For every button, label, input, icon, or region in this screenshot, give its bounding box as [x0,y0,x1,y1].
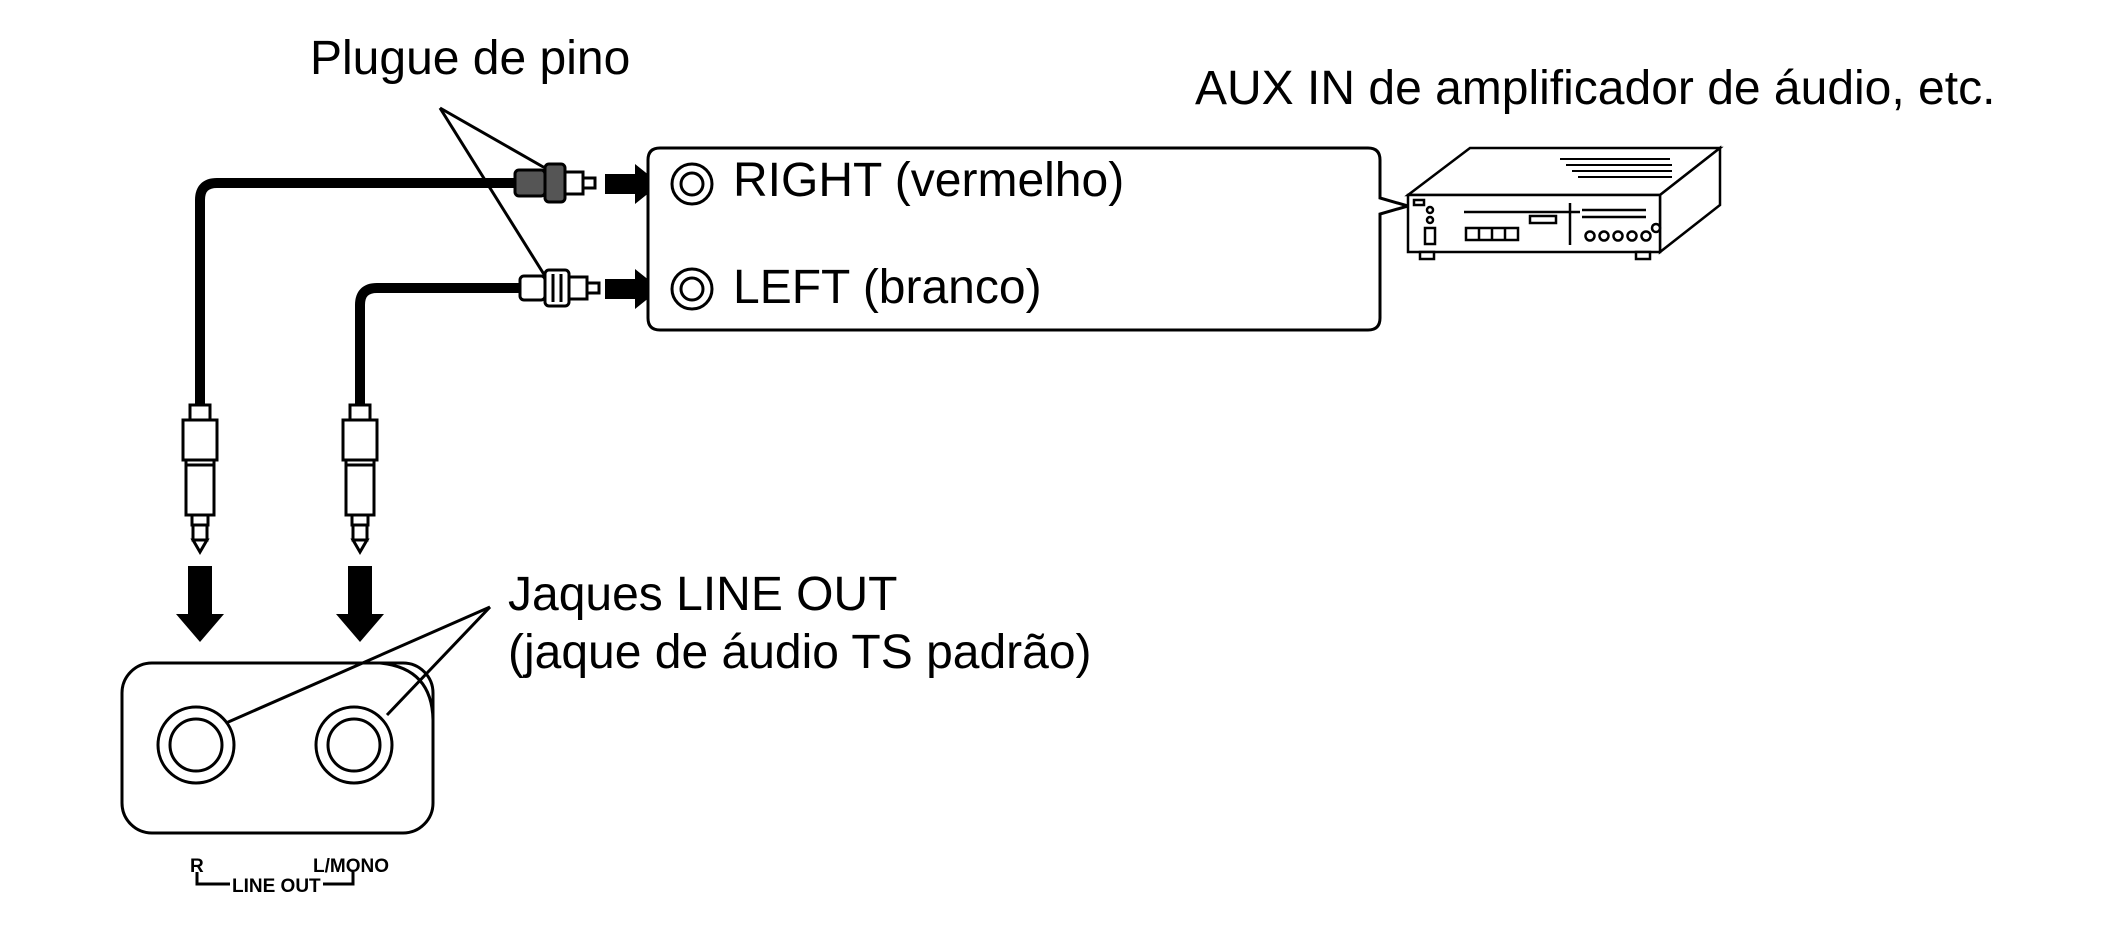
right-cable [195,178,515,405]
cables [195,178,530,405]
aux-right-jack-icon [670,162,714,206]
plug-leader-lines [438,106,547,277]
panel-r-label: R [190,856,204,877]
rca-plug-white [518,268,601,308]
plug-label: Plugue de pino [310,32,630,85]
arrow-down-icon [176,566,224,642]
left-label: LEFT (branco) [733,261,1042,314]
aux-left-jack-icon [670,267,714,311]
line-out-sublabel: (jaque de áudio TS padrão) [508,626,1092,679]
phone-plug-left [341,403,379,555]
phone-plug-right [181,403,219,555]
line-out-leader-lines [225,605,492,725]
panel-l-mono-label: L/MONO [313,856,389,877]
panel-label-bracket [195,872,355,886]
aux-in-label: AUX IN de amplificador de áudio, etc. [1195,62,1995,115]
line-out-r-jack-icon [156,705,236,785]
aux-in-callout-box [646,146,1414,332]
line-out-l-jack-icon [314,705,394,785]
line-out-panel [120,661,435,835]
arrow-down-icon [336,566,384,642]
rca-plug-red [513,162,597,204]
amplifier-icon [1404,145,1724,261]
line-out-label: Jaques LINE OUT [508,568,897,621]
left-cable [355,283,530,405]
panel-line-out-label: LINE OUT [232,876,321,897]
right-label: RIGHT (vermelho) [733,154,1124,207]
